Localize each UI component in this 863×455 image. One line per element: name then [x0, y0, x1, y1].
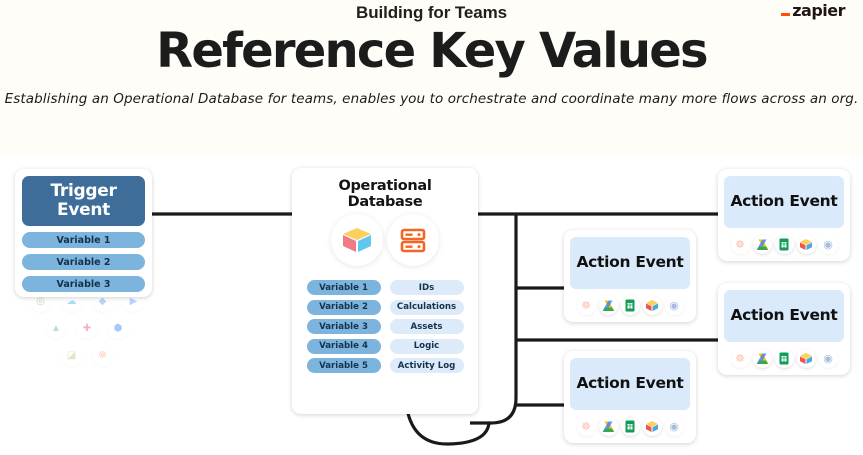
analytics-icon: ◉: [818, 349, 838, 368]
action-app-row-3: ☸ ◉: [724, 349, 844, 368]
trigger-variable-1[interactable]: Variable 1: [22, 232, 145, 248]
database-icon-row: [303, 214, 467, 266]
hubspot-icon: ☸: [576, 296, 596, 315]
zapier-logo-dash: [781, 12, 791, 16]
db-attribute-activity-log[interactable]: Activity Log: [389, 358, 464, 373]
action-app-row-1: ☸ ◉: [724, 235, 844, 254]
db-attribute-calculations[interactable]: Calculations: [389, 299, 464, 315]
shopify-icon: ◪: [60, 344, 83, 366]
action-event-card-4[interactable]: Action Event ☸ ◉: [564, 351, 696, 443]
database-attribute-grid: Variable 1 Variable 2 Variable 3 Variabl…: [303, 280, 467, 373]
action-event-title-3: Action Event: [724, 290, 844, 342]
trigger-variable-2[interactable]: Variable 2: [22, 254, 145, 270]
connector-lines: [152, 212, 718, 446]
faded-app-logo-cluster: ◎ ☁ ◆ ▶ ▲ ✚ ⬢ ◪ ☸: [22, 290, 152, 390]
action-app-row-2: ☸ ◉: [570, 296, 690, 315]
zapier-tables-icon: [642, 417, 662, 436]
google-sheets-icon: [774, 235, 794, 254]
airtable-cube-icon: [331, 214, 383, 266]
db-variable-2[interactable]: Variable 2: [306, 299, 381, 315]
action-event-card-3[interactable]: Action Event ☸ ◉: [718, 283, 850, 375]
google-sheets-icon: [620, 296, 640, 315]
page-title: Reference Key Values: [156, 23, 708, 79]
operational-database-card[interactable]: Operational Database: [292, 168, 478, 414]
flow-diagram: Trigger Event Variable 1 Variable 2 Vari…: [0, 155, 863, 455]
google-sheets-icon: [620, 417, 640, 436]
database-variable-column: Variable 1 Variable 2 Variable 3 Variabl…: [306, 280, 381, 373]
slack-icon: ✚: [76, 317, 98, 339]
hubspot-icon: ☸: [730, 235, 750, 254]
action-event-title-1: Action Event: [724, 176, 844, 228]
page-subtitle: Establishing an Operational Database for…: [4, 91, 859, 107]
db-variable-5[interactable]: Variable 5: [306, 358, 381, 373]
action-event-card-2[interactable]: Action Event ☸ ◉: [564, 230, 696, 322]
action-event-card-1[interactable]: Action Event ☸ ◉: [718, 169, 850, 261]
google-sheets-icon: [774, 349, 794, 368]
zapier-tables-icon: [796, 349, 816, 368]
hubspot-icon: ☸: [730, 349, 750, 368]
google-drive-icon: [598, 296, 618, 315]
google-drive-icon: ▲: [45, 317, 67, 339]
db-variable-3[interactable]: Variable 3: [306, 319, 381, 334]
trigger-variable-3[interactable]: Variable 3: [22, 276, 145, 292]
action-event-title-2: Action Event: [570, 237, 690, 289]
operational-database-title: Operational Database: [338, 178, 432, 210]
database-server-icon: [387, 214, 439, 266]
eyebrow-text: Building for Teams: [356, 3, 507, 22]
zapier-tables-icon: [796, 235, 816, 254]
zapier-logo-text: zapier: [792, 1, 845, 20]
analytics-icon: ◉: [818, 235, 838, 254]
trigger-event-title: Trigger Event: [22, 176, 145, 226]
trigger-event-card[interactable]: Trigger Event Variable 1 Variable 2 Vari…: [15, 169, 152, 297]
zapier-logo: zapier: [781, 1, 845, 20]
zapier-tables-icon: [642, 296, 662, 315]
analytics-icon: ◉: [664, 417, 684, 436]
db-attribute-ids[interactable]: IDs: [389, 280, 464, 295]
db-attribute-logic[interactable]: Logic: [389, 338, 464, 354]
hubspot-icon: ☸: [91, 344, 114, 366]
db-variable-1[interactable]: Variable 1: [306, 280, 381, 295]
database-attribute-column: IDs Calculations Assets Logic Activity L…: [389, 280, 464, 373]
google-drive-icon: [752, 235, 772, 254]
action-app-row-4: ☸ ◉: [570, 417, 690, 436]
analytics-icon: ◉: [664, 296, 684, 315]
google-drive-icon: [752, 349, 772, 368]
hubspot-icon: ☸: [576, 417, 596, 436]
db-attribute-assets[interactable]: Assets: [389, 319, 464, 334]
faded-app-row-2: ▲ ✚ ⬢: [22, 317, 152, 339]
action-event-title-4: Action Event: [570, 358, 690, 410]
header-band: Building for Teams Reference Key Values …: [0, 0, 863, 155]
faded-app-row-3: ◪ ☸: [22, 344, 152, 366]
db-variable-4[interactable]: Variable 4: [306, 338, 381, 354]
google-drive-icon: [598, 417, 618, 436]
dropbox-icon: ⬢: [107, 317, 129, 339]
